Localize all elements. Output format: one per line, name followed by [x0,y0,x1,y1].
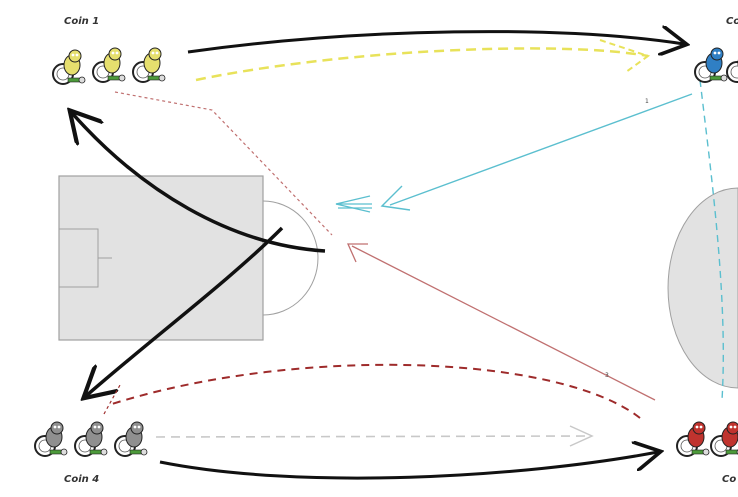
grey-arrowhead [569,425,594,447]
yellow-arrowhead [599,39,651,73]
pitch [58,175,319,341]
coin3-players [676,421,738,457]
pass-coin2-to-pitch [389,93,693,206]
arrow-coin1-to-coin2 [187,32,684,52]
arrow-pitch-to-coin1 [72,113,326,253]
corner-label-bottom-right: Co [722,474,737,485]
coin1-players [52,47,166,85]
corner-label-top-left: Coin 1 [64,16,100,27]
pass-coin3-to-pitch [351,245,656,401]
arrow-pitch-to-coin4 [86,226,284,396]
dashed-run-coin3-to-coin4 [111,363,641,419]
dotted-run-coin1 [114,91,333,236]
pass-coin1-to-coin2 [195,47,649,82]
coin2-players [694,47,738,83]
coin4-players [34,421,148,457]
label-red: 3 [605,372,609,379]
center-circle [667,187,738,389]
arrow-coin4-to-coin3 [159,452,658,480]
blue-dashed-run [699,79,724,401]
label-blue: 1 [645,98,649,105]
pass-coin4-to-coin3 [155,435,591,438]
corner-label-bottom-left: Coin 4 [64,474,100,485]
red-arrowhead [346,243,368,263]
corner-label-top-right: Co [726,16,738,27]
blue-arrowhead [380,185,411,211]
